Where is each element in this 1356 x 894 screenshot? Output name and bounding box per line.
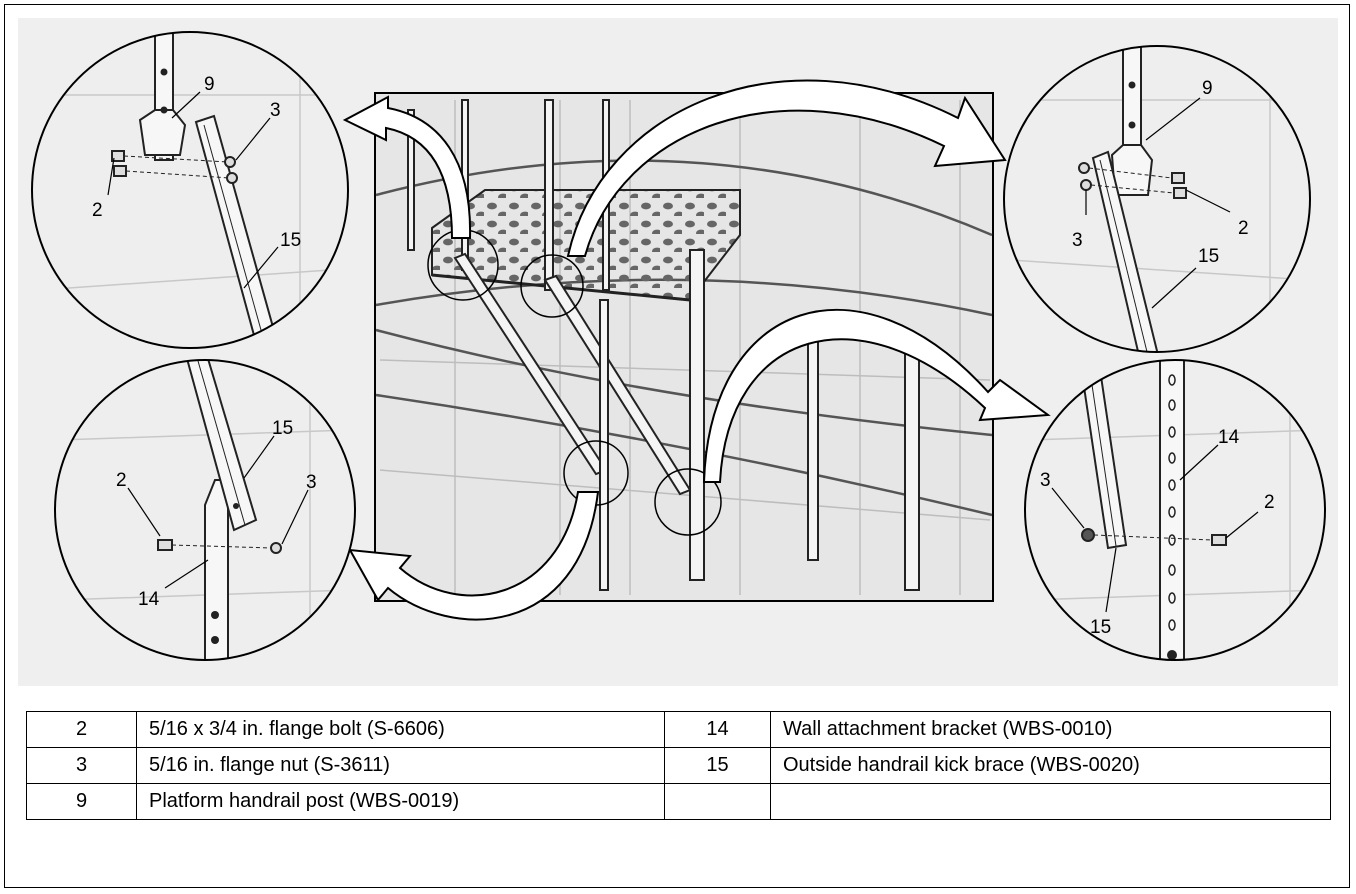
- part-description: 5/16 x 3/4 in. flange bolt (S-6606): [136, 711, 665, 748]
- part-number: 3: [26, 747, 137, 784]
- detail-arrows: [342, 79, 1051, 621]
- callout-14: 14: [138, 589, 160, 610]
- parts-table: 2 5/16 x 3/4 in. flange bolt (S-6606) 14…: [26, 711, 1331, 820]
- callout-3: 3: [1072, 230, 1083, 251]
- table-row: 3 5/16 in. flange nut (S-3611) 15 Outsid…: [26, 747, 1331, 784]
- part-number: 9: [26, 783, 137, 820]
- callout-15: 15: [272, 418, 293, 439]
- callout-15: 15: [1090, 617, 1111, 638]
- callout-2: 2: [92, 200, 103, 221]
- part-number: 2: [26, 711, 137, 748]
- table-row: 2 5/16 x 3/4 in. flange bolt (S-6606) 14…: [26, 711, 1331, 748]
- detail-bottom-left: 15 2 3 14: [54, 359, 356, 661]
- part-description: Outside handrail kick brace (WBS-0020): [770, 747, 1331, 784]
- detail-top-right: 9 3 2 15: [1003, 45, 1311, 353]
- callout-2: 2: [116, 470, 127, 491]
- callout-15: 15: [280, 230, 301, 251]
- callout-15: 15: [1198, 246, 1219, 267]
- callout-14: 14: [1218, 427, 1240, 448]
- part-description: Platform handrail post (WBS-0019): [136, 783, 665, 820]
- callout-2: 2: [1238, 218, 1249, 239]
- table-row: 9 Platform handrail post (WBS-0019): [26, 783, 1331, 820]
- detail-bottom-right: 14 3 2 15: [1024, 359, 1326, 661]
- part-description: 5/16 in. flange nut (S-3611): [136, 747, 665, 784]
- callout-2: 2: [1264, 492, 1275, 513]
- callout-3: 3: [270, 100, 281, 121]
- part-number: 15: [664, 747, 771, 784]
- callout-9: 9: [1202, 78, 1213, 99]
- callout-3: 3: [306, 472, 317, 493]
- part-description-empty: [770, 783, 1331, 820]
- part-number: 14: [664, 711, 771, 748]
- detail-top-left: 9 3 2 15: [31, 31, 349, 349]
- callout-3: 3: [1040, 470, 1051, 491]
- part-number-empty: [664, 783, 771, 820]
- callout-9: 9: [204, 74, 215, 95]
- part-description: Wall attachment bracket (WBS-0010): [770, 711, 1331, 748]
